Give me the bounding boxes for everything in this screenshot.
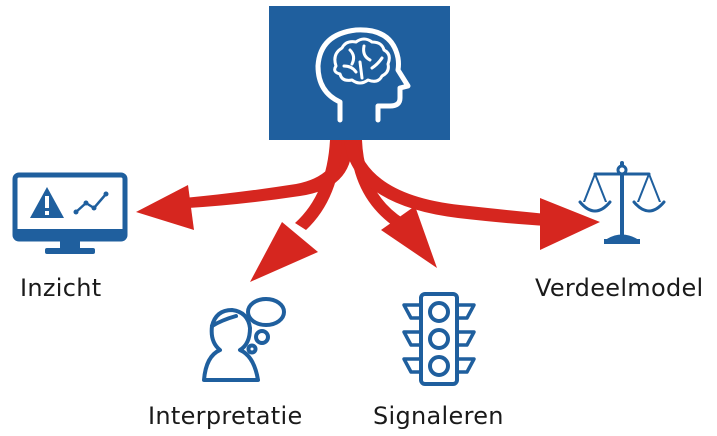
traffic-light-icon	[402, 292, 476, 386]
arrow-to-inzicht	[136, 140, 353, 230]
label-signaleren: Signaleren	[373, 402, 504, 430]
balance-scale-icon	[578, 161, 666, 244]
label-interpretatie: Interpretatie	[148, 402, 303, 430]
monitor-warning-icon	[12, 172, 128, 254]
label-verdeelmodel: Verdeelmodel	[535, 274, 704, 302]
arrow-to-interpretatie	[250, 140, 342, 282]
label-inzicht: Inzicht	[20, 274, 102, 302]
arrow-to-verdeelmodel	[344, 140, 600, 250]
brain-head-icon	[315, 27, 411, 123]
center-box	[269, 6, 450, 140]
center-box-bg	[269, 6, 450, 140]
arrows	[136, 140, 600, 282]
person-thought-bubble-icon	[202, 297, 286, 382]
